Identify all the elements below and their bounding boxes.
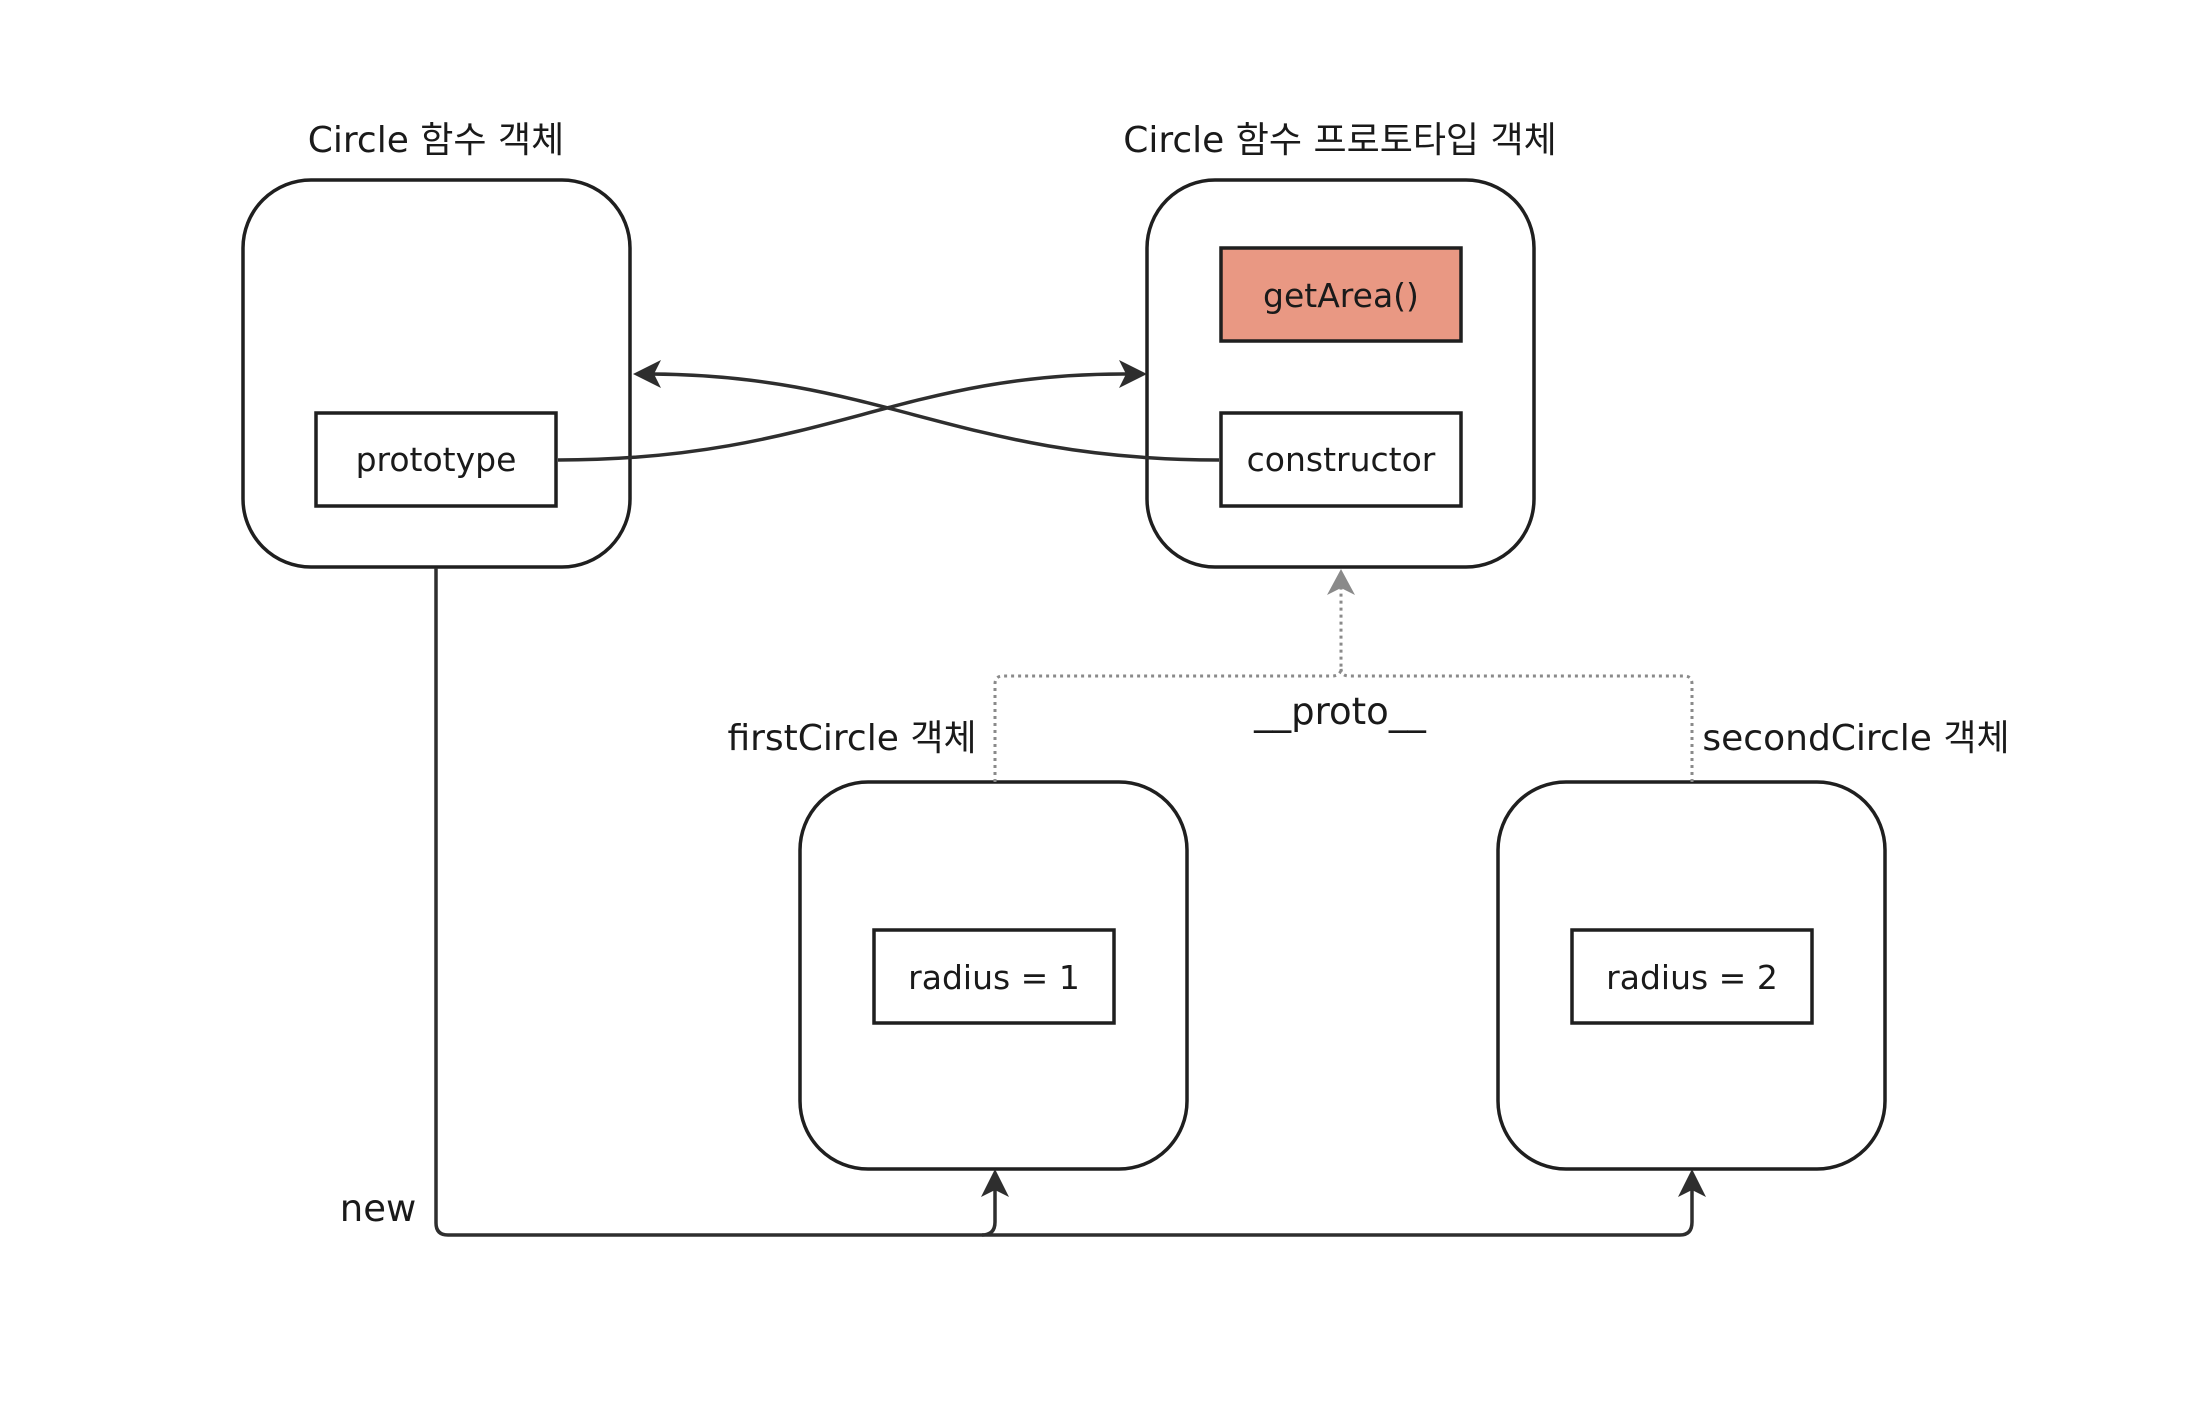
- first-radius-property-box: [872, 928, 1116, 1025]
- second-radius-property-label: radius = 2: [1606, 958, 1778, 997]
- circle-prototype-object: [1145, 178, 1536, 569]
- constructor-property-label: constructor: [1247, 440, 1436, 479]
- second-radius-property-box: [1570, 928, 1814, 1025]
- first-radius-property-label: radius = 1: [908, 958, 1080, 997]
- prototype-reference-line: [557, 372, 1131, 462]
- circle-function-object: [241, 178, 632, 569]
- new-label: new: [340, 1187, 416, 1230]
- prototype-property-label: prototype: [356, 440, 517, 479]
- prototype-reference-arrowhead: [1119, 360, 1147, 388]
- constructor-property-box: [1219, 411, 1463, 508]
- second-circle-title: secondCircle 객체: [1702, 718, 2009, 759]
- circle-prototype-title: Circle 함수 프로토타입 객체: [1123, 120, 1557, 161]
- new-arrowhead-first: [981, 1169, 1009, 1197]
- constructor-reference-line: [650, 372, 1220, 462]
- circle-function-title: Circle 함수 객체: [308, 120, 564, 161]
- proto-label: __proto__: [1253, 690, 1426, 733]
- getarea-method-box: [1219, 246, 1463, 343]
- constructor-reference-arrowhead: [633, 360, 661, 388]
- proto-link-first: [993, 580, 1343, 782]
- getarea-method-label: getArea(): [1263, 276, 1419, 315]
- new-arrowhead-second: [1678, 1169, 1706, 1197]
- new-instance-line-first: [434, 568, 997, 1237]
- first-circle-title: firstCircle 객체: [727, 718, 976, 759]
- proto-link-arrowhead: [1327, 569, 1355, 595]
- prototype-property-box: [314, 411, 558, 508]
- new-instance-line-second: [982, 1186, 1694, 1237]
- proto-link-second: [1339, 667, 1694, 782]
